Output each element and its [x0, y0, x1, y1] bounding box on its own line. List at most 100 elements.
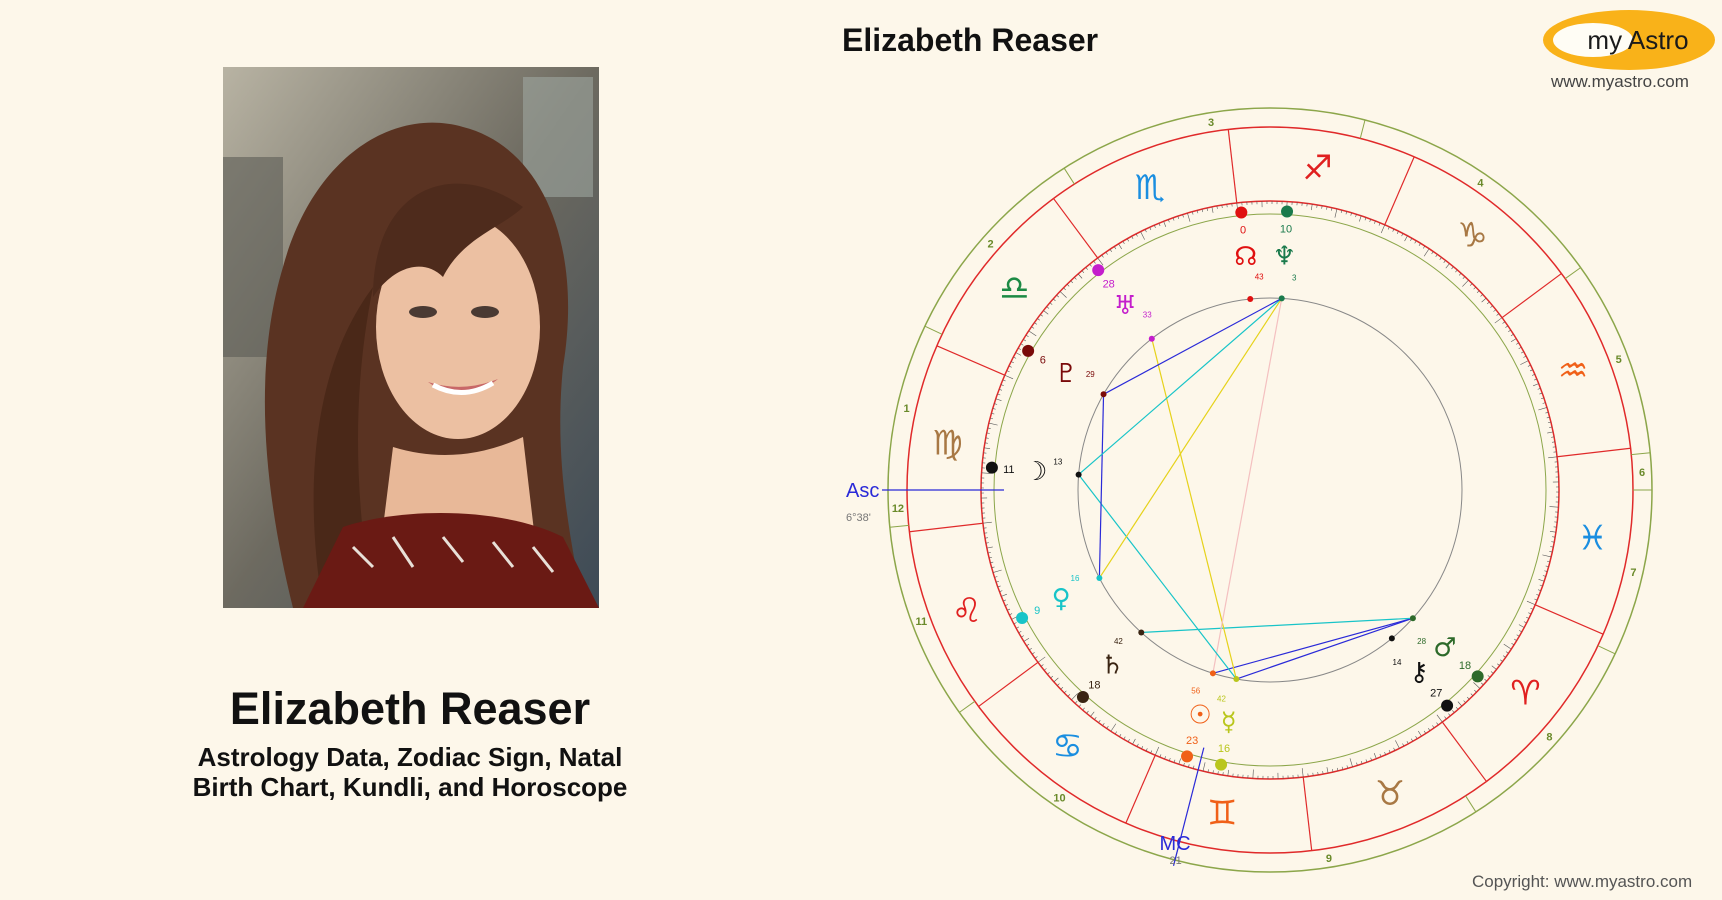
degree-tick: [1493, 309, 1497, 312]
degree-tick: [1542, 575, 1546, 577]
degree-tick: [1026, 643, 1030, 646]
degree-tick: [991, 566, 995, 569]
mercury-minutes: 42: [1217, 694, 1226, 703]
degree-tick: [1402, 743, 1405, 747]
degree-tick: [1404, 235, 1408, 242]
degree-tick: [1013, 356, 1017, 359]
libra-sign-icon: ♎: [999, 269, 1029, 309]
degree-tick: [1326, 767, 1329, 774]
degree-tick: [1221, 204, 1223, 209]
degree-tick: [1469, 283, 1473, 286]
degree-tick: [1106, 725, 1109, 729]
sign-divider: [978, 661, 1039, 707]
degree-tick: [1467, 696, 1470, 700]
degree-tick: [1531, 374, 1535, 376]
degree-tick: [1462, 276, 1466, 280]
subtitle-line-1: Astrology Data, Zodiac Sign, Natal: [197, 742, 623, 772]
degree-tick: [1435, 254, 1438, 258]
degree-tick: [1070, 280, 1073, 284]
degree-tick: [1163, 221, 1167, 227]
degree-tick: [1549, 506, 1559, 508]
degree-tick: [982, 521, 992, 524]
degree-tick: [1097, 257, 1104, 266]
uranus-aspect-point: [1148, 335, 1155, 342]
degree-tick: [1445, 263, 1450, 269]
degree-tick: [994, 403, 998, 405]
degree-tick: [1418, 243, 1421, 247]
degree-tick: [1345, 211, 1348, 215]
saturn-minutes: 42: [1114, 637, 1123, 646]
degree-tick: [1005, 604, 1009, 606]
degree-tick: [1090, 711, 1095, 717]
house-number: 3: [1208, 117, 1214, 129]
saturn-marker: [1076, 691, 1089, 704]
sign-divider: [1534, 604, 1604, 635]
degree-tick: [1401, 233, 1404, 237]
degree-tick: [989, 556, 993, 559]
house-number: 12: [892, 503, 904, 515]
north-node-degree: 0: [1240, 224, 1246, 236]
house-cusp-line: [889, 524, 909, 528]
aspect-line: [1098, 298, 1283, 579]
degree-tick: [1085, 267, 1088, 270]
moon-degree: 11: [1003, 464, 1014, 476]
neptune-icon: ♆: [1273, 241, 1296, 271]
degree-tick: [1321, 205, 1323, 209]
degree-tick: [1544, 570, 1548, 572]
degree-tick: [1373, 753, 1377, 759]
degree-tick: [1384, 751, 1386, 755]
moon-aspect-point: [1075, 471, 1082, 478]
degree-tick: [1003, 599, 1007, 602]
degree-tick: [1154, 746, 1160, 756]
degree-tick: [1406, 740, 1409, 744]
degree-tick: [1436, 714, 1443, 723]
degree-tick: [1159, 754, 1162, 758]
leo-sign-icon: ♌: [952, 591, 982, 631]
degree-tick: [1431, 251, 1434, 255]
degree-tick: [1549, 426, 1553, 428]
degree-tick: [1114, 246, 1117, 250]
house-number: 1: [904, 403, 910, 415]
moon-marker: [985, 461, 998, 474]
degree-tick: [1502, 321, 1506, 324]
degree-tick: [1018, 631, 1022, 634]
degree-tick: [999, 590, 1003, 592]
degree-tick: [1452, 710, 1455, 713]
degree-tick: [1436, 722, 1439, 726]
house-number: 6: [1639, 467, 1645, 479]
degree-tick: [1463, 700, 1466, 703]
degree-tick: [1031, 652, 1035, 655]
chart-title: Elizabeth Reaser: [842, 22, 1099, 58]
degree-tick: [1526, 600, 1536, 606]
degree-tick: [1105, 251, 1108, 255]
degree-tick: [1016, 626, 1020, 629]
degree-tick: [1356, 762, 1358, 766]
degree-tick: [1462, 279, 1469, 287]
logo-ellipse-inner: [1553, 23, 1633, 57]
degree-tick: [1428, 728, 1431, 731]
degree-tick: [1341, 766, 1344, 770]
site-url[interactable]: www.myastro.com: [1551, 72, 1689, 91]
degree-tick: [1443, 260, 1446, 263]
venus-degree: 9: [1034, 605, 1040, 617]
degree-tick: [1064, 690, 1067, 694]
degree-tick: [1359, 215, 1362, 222]
degree-tick: [1510, 334, 1514, 337]
degree-tick: [1188, 764, 1190, 768]
degree-tick: [1551, 541, 1555, 543]
degree-tick: [1511, 642, 1515, 646]
degree-tick: [1074, 277, 1077, 280]
neptune-minutes: 3: [1292, 273, 1297, 282]
degree-tick: [1530, 607, 1534, 610]
house-number: 7: [1630, 567, 1636, 579]
degree-tick: [1523, 355, 1527, 358]
myastro-logo[interactable]: my Astro: [1543, 10, 1715, 70]
venus-icon: ♀: [1052, 584, 1071, 614]
zodiac-outer-ring: [906, 126, 1634, 854]
degree-tick: [1127, 739, 1130, 742]
degree-tick: [1086, 710, 1089, 714]
degree-tick: [1056, 294, 1060, 298]
degree-tick: [1114, 731, 1118, 735]
sign-divider: [1441, 721, 1487, 782]
degree-tick: [1494, 317, 1503, 324]
